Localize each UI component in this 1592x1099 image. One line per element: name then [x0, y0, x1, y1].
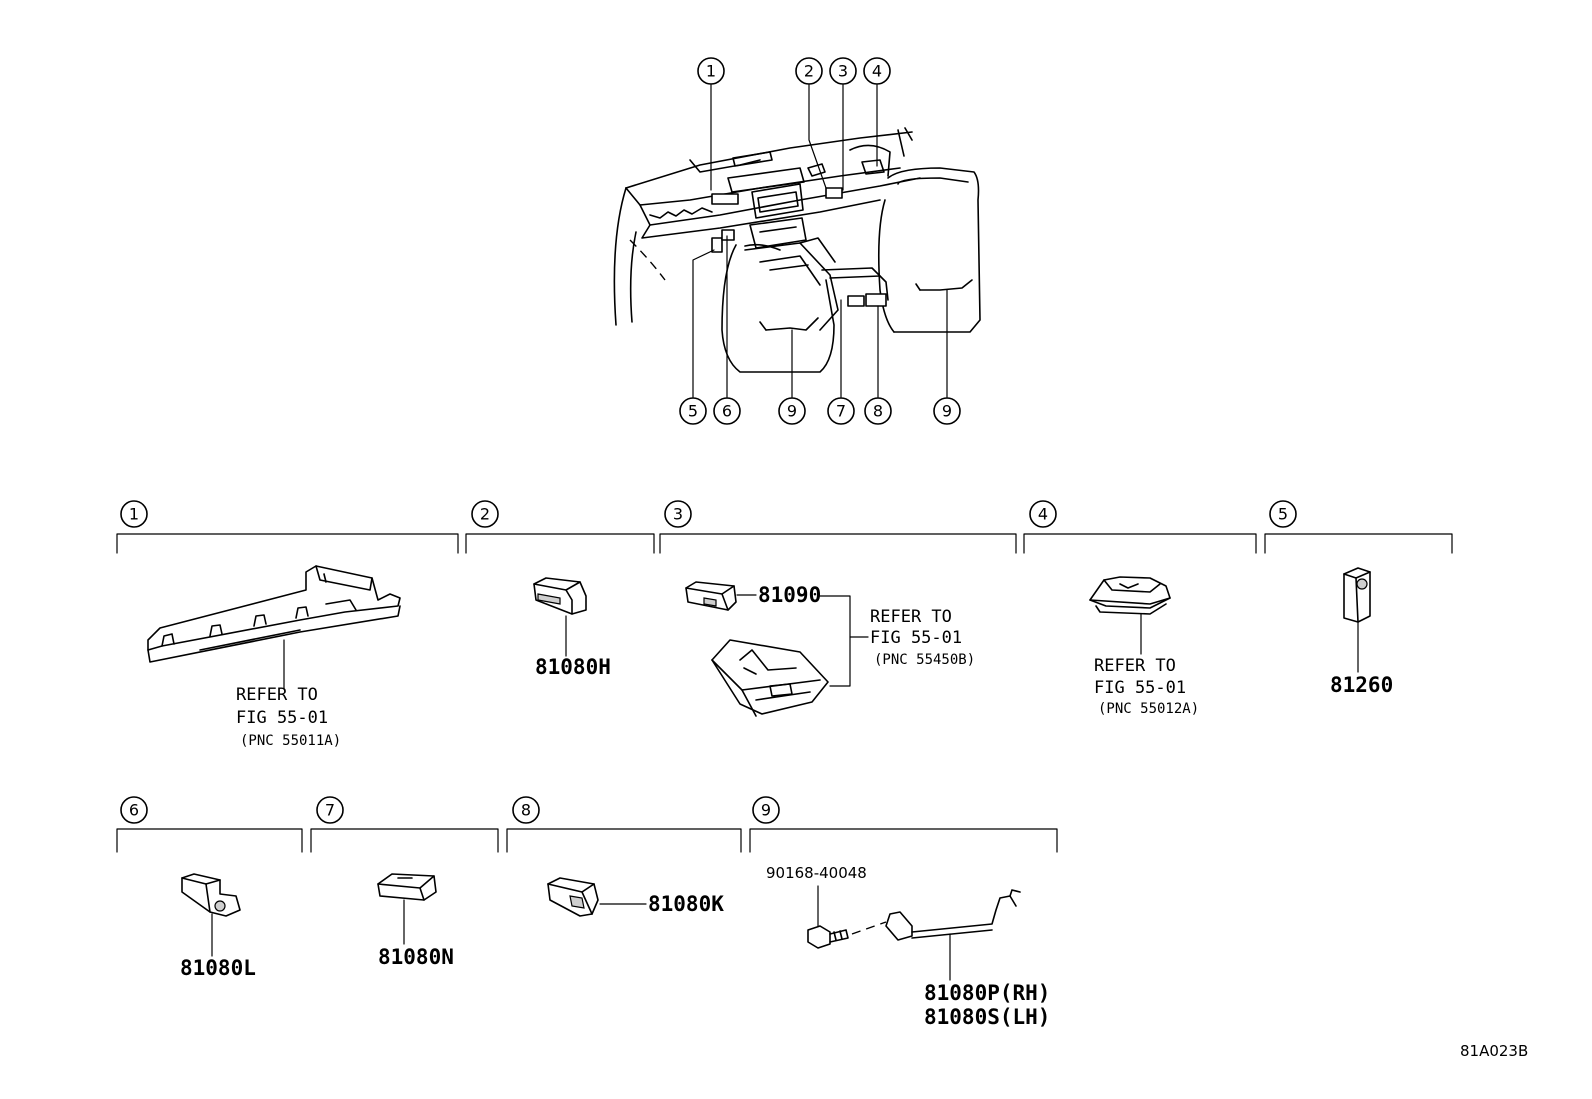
section-8-part-number: 81080K: [648, 892, 724, 916]
section-1-panel-part: [147, 565, 401, 689]
section-5-part-number: 81260: [1330, 673, 1393, 697]
svg-text:1: 1: [706, 62, 716, 81]
section-6-lamp-part: [181, 873, 241, 957]
section-4-ref-line2: FIG 55-01: [1094, 678, 1186, 698]
section-number-3: 3: [664, 500, 692, 528]
illustration-code: 81A023B: [1460, 1042, 1528, 1060]
section-3-ref-line3: (PNC 55450B): [874, 652, 975, 668]
section-number-5: 5: [1269, 500, 1297, 528]
section-9-wire-harness: [885, 889, 1021, 981]
section-3-ref-line1: REFER TO: [870, 607, 952, 627]
svg-text:9: 9: [942, 402, 952, 421]
section-3-part-number: 81090: [758, 583, 821, 607]
section-7-lamp-part: [377, 873, 437, 945]
svg-text:8: 8: [873, 402, 883, 421]
section-number-7: 7: [316, 796, 344, 824]
svg-text:2: 2: [480, 505, 490, 524]
section-number-1: 1: [120, 500, 148, 528]
section-number-2: 2: [471, 500, 499, 528]
callout-5: 5: [679, 397, 707, 425]
svg-text:9: 9: [761, 801, 771, 820]
callout-6: 6: [713, 397, 741, 425]
section-number-9: 9: [752, 796, 780, 824]
section-2-part-number: 81080H: [535, 655, 611, 679]
section-3-lamp-part: [685, 581, 757, 611]
svg-text:7: 7: [325, 801, 335, 820]
section-9-part-lh: 81080S(LH): [924, 1005, 1050, 1029]
callout-7: 7: [827, 397, 855, 425]
section-number-4: 4: [1029, 500, 1057, 528]
svg-text:9: 9: [787, 402, 797, 421]
svg-text:4: 4: [872, 62, 882, 81]
section-8-lamp-part: [547, 877, 647, 917]
svg-text:6: 6: [129, 801, 139, 820]
callout-8: 8: [864, 397, 892, 425]
section-9-bolt: [807, 885, 887, 949]
svg-text:7: 7: [836, 402, 846, 421]
svg-text:4: 4: [1038, 505, 1048, 524]
section-1-ref-line1: REFER TO: [236, 685, 318, 705]
svg-text:2: 2: [804, 62, 814, 81]
section-number-8: 8: [512, 796, 540, 824]
callout-4: 4: [863, 57, 891, 85]
section-3-ref-line2: FIG 55-01: [870, 628, 962, 648]
section-number-6: 6: [120, 796, 148, 824]
section-5-lamp-part: [1343, 567, 1371, 673]
overview-leaders: [692, 84, 948, 398]
svg-text:3: 3: [673, 505, 683, 524]
svg-text:1: 1: [129, 505, 139, 524]
section-1-ref-line2: FIG 55-01: [236, 708, 328, 728]
section-4-overhead-console: [1089, 576, 1171, 655]
section-6-part-number: 81080L: [180, 956, 256, 980]
section-2-lamp-part: [533, 577, 587, 657]
section-4-ref-line3: (PNC 55012A): [1098, 701, 1199, 717]
section-9-part-rh: 81080P(RH): [924, 981, 1050, 1005]
section-brackets-row1: [116, 533, 1453, 554]
vehicle-interior-overview: [613, 127, 981, 373]
section-3-console-box: [711, 595, 869, 717]
section-9-bolt-number: 90168-40048: [766, 864, 867, 882]
section-brackets-row2: [116, 828, 1058, 853]
section-1-ref-line3: (PNC 55011A): [240, 733, 341, 749]
svg-text:5: 5: [688, 402, 698, 421]
section-7-part-number: 81080N: [378, 945, 454, 969]
svg-text:3: 3: [838, 62, 848, 81]
section-4-ref-line1: REFER TO: [1094, 656, 1176, 676]
callout-3: 3: [829, 57, 857, 85]
svg-text:6: 6: [722, 402, 732, 421]
svg-text:8: 8: [521, 801, 531, 820]
callout-2: 2: [795, 57, 823, 85]
callout-9-right: 9: [933, 397, 961, 425]
svg-text:5: 5: [1278, 505, 1288, 524]
callout-1: 1: [697, 57, 725, 85]
callout-9-left: 9: [778, 397, 806, 425]
